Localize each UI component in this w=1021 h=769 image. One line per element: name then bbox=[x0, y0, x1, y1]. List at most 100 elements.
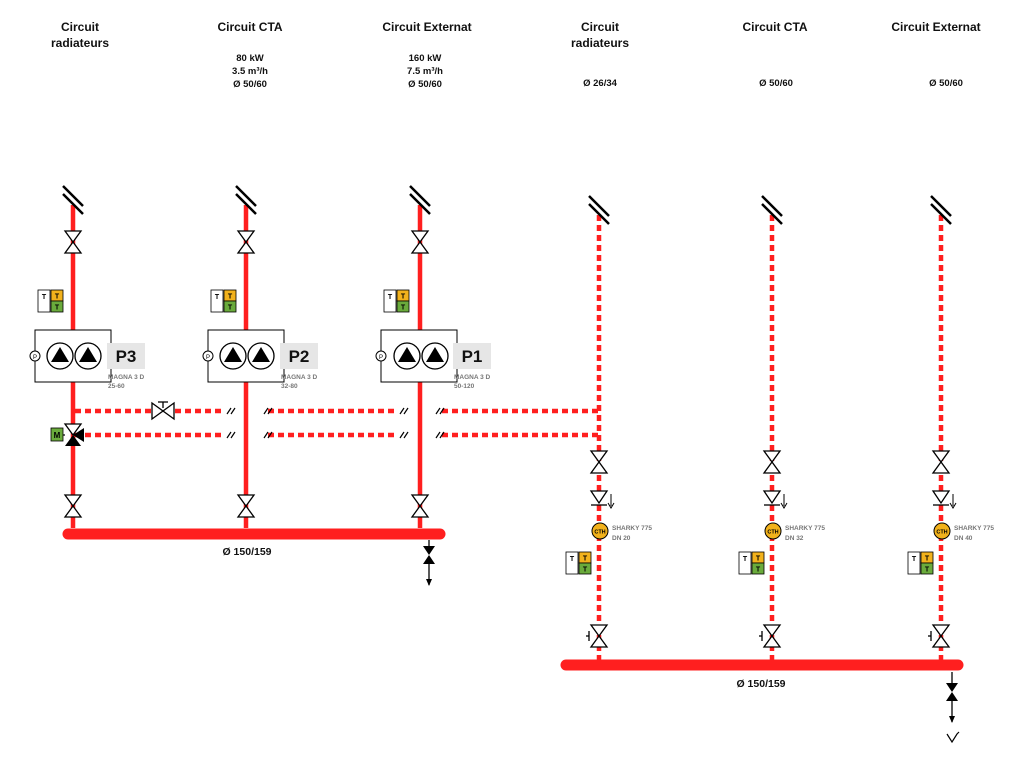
header-cta-right: Circuit CTA bbox=[742, 20, 807, 34]
motor-actuator: M bbox=[50, 427, 64, 442]
spec-radiateurs-right-diameter: Ø 26/34 bbox=[583, 78, 618, 89]
svg-text:T: T bbox=[55, 294, 60, 301]
spec-cta-right-diameter: Ø 50/60 bbox=[759, 78, 793, 89]
spec-externat-right-diameter: Ø 50/60 bbox=[929, 78, 963, 89]
svg-text:T: T bbox=[228, 305, 233, 312]
svg-text:T: T bbox=[215, 294, 220, 301]
valve-bottom-p1[interactable] bbox=[411, 494, 429, 518]
svg-text:T: T bbox=[743, 556, 748, 563]
balancing-valve-right-2[interactable] bbox=[758, 624, 781, 648]
spec-externat-diameter: Ø 50/60 bbox=[408, 79, 442, 90]
valve-top-p2[interactable] bbox=[237, 230, 255, 254]
spec-cta-power: 80 kW bbox=[236, 53, 263, 64]
pressure-gauge-icon bbox=[375, 350, 387, 362]
pump-p1[interactable]: P bbox=[375, 329, 458, 383]
valve-top-p3[interactable] bbox=[64, 230, 82, 254]
temp-sensor-right-1: T T T bbox=[565, 551, 592, 575]
svg-text:P: P bbox=[379, 355, 383, 361]
svg-text:CTH: CTH bbox=[767, 530, 778, 536]
temp-sensor-p1: T T T bbox=[383, 289, 410, 313]
header-radiateurs-left-line1: Circuit bbox=[61, 20, 99, 34]
temp-sensor-right-2: T T T bbox=[738, 551, 765, 575]
svg-text:T: T bbox=[401, 294, 406, 301]
pressure-gauge-icon bbox=[29, 350, 41, 362]
pump-p3[interactable]: P bbox=[29, 329, 112, 383]
spec-cta-flow: 3.5 m³/h bbox=[232, 66, 268, 77]
svg-text:M: M bbox=[54, 431, 61, 440]
pump-p1-size: 50-120 bbox=[454, 383, 475, 390]
svg-text:T: T bbox=[583, 567, 588, 574]
energy-meter-3[interactable]: CTH bbox=[933, 522, 951, 540]
meter-3-size: DN 40 bbox=[954, 535, 973, 542]
collector-right-label: Ø 150/159 bbox=[736, 678, 785, 690]
check-valve-right-2[interactable] bbox=[763, 490, 788, 509]
three-way-valve[interactable] bbox=[60, 423, 84, 446]
svg-text:CTH: CTH bbox=[936, 530, 947, 536]
drain-right bbox=[946, 672, 960, 744]
valve-right-1[interactable] bbox=[590, 450, 608, 474]
header-radiateurs-left-line2: radiateurs bbox=[51, 36, 109, 50]
pump-p3-model: MAGNA 3 D bbox=[108, 374, 145, 381]
svg-text:T: T bbox=[925, 567, 930, 574]
meter-2-model: SHARKY 775 bbox=[785, 525, 825, 532]
header-externat-right: Circuit Externat bbox=[891, 20, 980, 34]
balancing-valve-right-1[interactable] bbox=[585, 624, 608, 648]
valve-bottom-p2[interactable] bbox=[237, 494, 255, 518]
header-externat-left: Circuit Externat bbox=[382, 20, 471, 34]
funnel-icon bbox=[946, 731, 960, 744]
break-marks bbox=[226, 407, 445, 439]
svg-text:T: T bbox=[756, 556, 761, 563]
pump-p1-label: P1 bbox=[462, 347, 483, 366]
valve-horizontal[interactable] bbox=[151, 401, 175, 421]
svg-text:P: P bbox=[33, 355, 37, 361]
energy-meter-2[interactable]: CTH bbox=[764, 522, 782, 540]
meter-2-size: DN 32 bbox=[785, 535, 804, 542]
drain-left bbox=[423, 540, 435, 586]
valve-right-3[interactable] bbox=[932, 450, 950, 474]
pump-p2-model: MAGNA 3 D bbox=[281, 374, 318, 381]
svg-text:T: T bbox=[570, 556, 575, 563]
pump-p2-label-bg bbox=[280, 343, 318, 369]
svg-text:T: T bbox=[401, 305, 406, 312]
svg-text:T: T bbox=[912, 556, 917, 563]
svg-text:T: T bbox=[42, 294, 47, 301]
pump-p2-size: 32-80 bbox=[281, 383, 298, 390]
valve-right-2[interactable] bbox=[763, 450, 781, 474]
pump-p3-label: P3 bbox=[116, 347, 137, 366]
check-valve-right-1[interactable] bbox=[590, 490, 615, 509]
pump-p3-size: 25-60 bbox=[108, 383, 125, 390]
svg-text:CTH: CTH bbox=[594, 530, 605, 536]
pump-p2[interactable]: P bbox=[202, 329, 285, 383]
pump-p1-label-bg bbox=[453, 343, 491, 369]
meter-3-model: SHARKY 775 bbox=[954, 525, 994, 532]
valve-bottom-p3[interactable] bbox=[64, 494, 82, 518]
svg-text:T: T bbox=[55, 305, 60, 312]
valve-top-p1[interactable] bbox=[411, 230, 429, 254]
temp-sensor-p2: T T T bbox=[210, 289, 237, 313]
meter-1-model: SHARKY 775 bbox=[612, 525, 652, 532]
collector-left-label: Ø 150/159 bbox=[222, 546, 271, 558]
temp-sensor-right-3: T T T bbox=[907, 551, 934, 575]
svg-text:T: T bbox=[388, 294, 393, 301]
balancing-valve-right-3[interactable] bbox=[927, 624, 950, 648]
pump-p3-label-bg bbox=[107, 343, 145, 369]
meter-1-size: DN 20 bbox=[612, 535, 631, 542]
header-radiateurs-right-line1: Circuit bbox=[581, 20, 619, 34]
svg-text:T: T bbox=[925, 556, 930, 563]
pressure-gauge-icon bbox=[202, 350, 214, 362]
check-valve-right-3[interactable] bbox=[932, 490, 957, 509]
spec-cta-diameter: Ø 50/60 bbox=[233, 79, 267, 90]
pump-p2-label: P2 bbox=[289, 347, 310, 366]
svg-text:P: P bbox=[206, 355, 210, 361]
header-radiateurs-right-line2: radiateurs bbox=[571, 36, 629, 50]
pump-p1-model: MAGNA 3 D bbox=[454, 374, 491, 381]
svg-text:T: T bbox=[756, 567, 761, 574]
header-cta-left: Circuit CTA bbox=[217, 20, 282, 34]
temp-sensor-p3: T T T bbox=[37, 289, 64, 313]
svg-text:T: T bbox=[228, 294, 233, 301]
spec-externat-power: 160 kW bbox=[409, 53, 442, 64]
spec-externat-flow: 7.5 m³/h bbox=[407, 66, 443, 77]
energy-meter-1[interactable]: CTH bbox=[591, 522, 609, 540]
svg-text:T: T bbox=[583, 556, 588, 563]
